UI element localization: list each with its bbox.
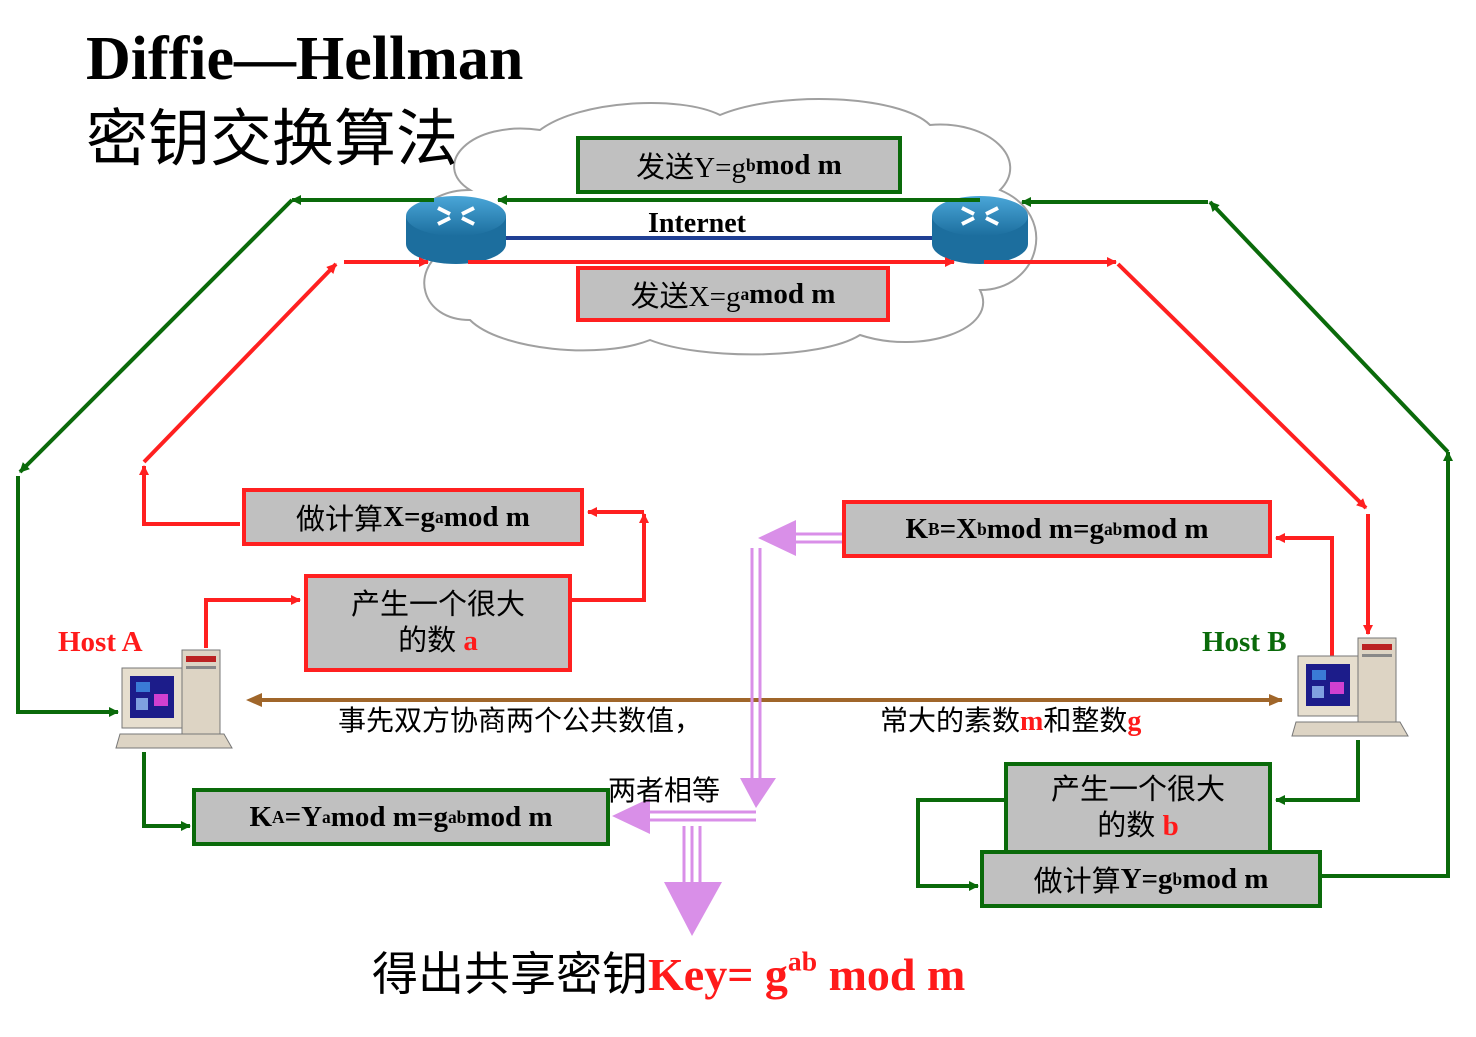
host-a-label: Host A (58, 626, 143, 658)
host-b-label: Host B (1202, 626, 1287, 658)
host-a-compute-prefix: 做计算 (296, 504, 384, 536)
computer-icon (1291, 637, 1409, 737)
host-b-key-suffix: mod m (1122, 512, 1209, 545)
title-line1: Diffie—Hellman (86, 25, 524, 93)
host-b-random-line2-prefix: 的数 (1097, 810, 1163, 842)
host-b-random-line1: 产生一个很大 (1050, 773, 1225, 806)
host-a-compute-formula: X=g (383, 500, 436, 533)
computer-icon (115, 649, 233, 749)
result-line: 得出共享密钥Key= gab mod m (372, 947, 966, 1000)
host-a-key-mid: =Y (284, 800, 323, 833)
host-b-key-k: K (905, 512, 928, 545)
internet-label: Internet (648, 208, 746, 239)
send-x-prefix: 发送X=g (630, 281, 741, 313)
public-values-part1: 事先双方协商两个公共数值， (338, 706, 703, 737)
host-a-key-mid2: mod m=g (330, 800, 448, 833)
public-values-and: 和整数 (1043, 706, 1128, 737)
router-icon (406, 196, 506, 264)
send-y-suffix: mod m (755, 148, 842, 181)
host-a-compute-suffix: mod m (443, 500, 530, 533)
host-b-key-mid: =X (939, 512, 978, 545)
host-b-compute-suffix: mod m (1182, 862, 1269, 895)
host-a-random-line2-prefix: 的数 (398, 625, 464, 657)
result-suffix: mod m (817, 949, 966, 1000)
public-values-g: g (1127, 706, 1142, 737)
public-values-m: m (1020, 706, 1044, 737)
send-y-prefix: 发送Y=g (636, 152, 746, 184)
send-x-suffix: mod m (749, 277, 836, 310)
equal-arrowheads (612, 520, 796, 936)
result-sup: ab (787, 945, 818, 977)
host-b-compute-formula: Y=g (1120, 862, 1173, 895)
result-prefix: 得出共享密钥 (372, 949, 648, 1000)
host-a-key-k: K (249, 800, 273, 833)
equal-arrows (650, 532, 842, 884)
router-icon (932, 196, 1028, 264)
host-a-random-box: 产生一个很大 的数 a (304, 574, 572, 672)
host-a-key-suffix: mod m (466, 800, 553, 833)
result-key-label: Key= g (648, 949, 788, 1000)
public-values-part2-line: 常大的素数m和整数g (880, 708, 1141, 736)
shared-values-arrowhead (246, 693, 262, 707)
host-b-key-mid2: mod m=g (986, 512, 1104, 545)
public-values-part2: 常大的素数 (880, 706, 1021, 737)
host-b-random-line2: 的数 b (1097, 808, 1178, 844)
host-a-random-line2: 的数 a (398, 623, 478, 659)
host-b-random-var: b (1162, 810, 1179, 842)
equal-label: 两者相等 (608, 776, 721, 807)
host-b-compute-prefix: 做计算 (1033, 866, 1121, 898)
host-a-random-var: a (463, 625, 478, 657)
host-b-random-box: 产生一个很大 的数 b (1004, 762, 1272, 854)
title-line2: 密钥交换算法 (86, 102, 459, 175)
host-a-random-line1: 产生一个很大 (350, 588, 525, 621)
red-flow (139, 257, 1373, 660)
green-flow (16, 195, 1453, 891)
